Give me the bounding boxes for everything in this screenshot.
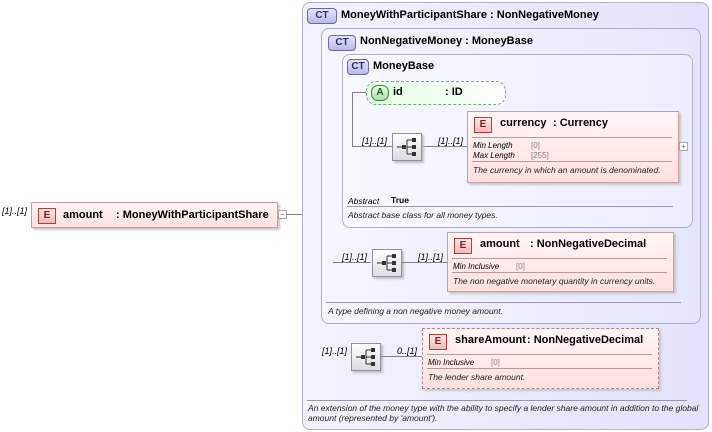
element-type: : Currency — [553, 117, 609, 129]
collapse-toggle-icon[interactable]: − — [278, 210, 287, 219]
divider — [472, 137, 672, 138]
element-name: shareAmount — [455, 334, 526, 346]
sequence-icon — [356, 348, 375, 366]
element-documentation: The lender share amount. — [428, 372, 526, 382]
connector-line — [352, 146, 392, 147]
element-type: : NonNegativeDecimal — [530, 238, 647, 250]
element-badge-icon: E — [38, 208, 56, 224]
complex-type-documentation: A type defining a non negative money amo… — [328, 306, 503, 316]
element-badge-icon: E — [454, 238, 472, 254]
element-type: : NonNegativeDecimal — [527, 334, 644, 346]
sequence-compositor[interactable] — [392, 133, 422, 161]
complex-type-badge-icon: CT — [307, 8, 337, 24]
expand-toggle-icon[interactable]: + — [679, 142, 688, 151]
root-element-amount[interactable]: E amount : MoneyWithParticipantShare — [31, 202, 278, 228]
divider — [452, 258, 667, 259]
element-documentation: The non negative monetary quantity in cu… — [453, 276, 656, 286]
complex-type-documentation: An extension of the money type with the … — [308, 403, 699, 423]
sequence-icon — [377, 254, 396, 272]
divider — [452, 272, 667, 273]
facet-label: Min Length — [473, 141, 513, 150]
complex-type-title: MoneyBase — [373, 60, 435, 72]
divider — [427, 354, 652, 355]
element-name: amount — [480, 238, 520, 250]
element-share-amount[interactable]: E shareAmount : NonNegativeDecimal Min I… — [422, 328, 659, 389]
abstract-label: Abstract — [348, 196, 380, 206]
abstract-value: True — [391, 195, 409, 205]
element-badge-icon: E — [474, 117, 492, 133]
divider — [347, 206, 673, 207]
connector-line — [421, 146, 467, 147]
sequence-compositor[interactable] — [372, 249, 402, 277]
attribute-type: : ID — [445, 86, 463, 98]
divider — [307, 400, 687, 401]
root-cardinality: [1]..[1] — [2, 206, 28, 216]
sequence-cardinality-right: [1]..[1] — [438, 136, 464, 146]
divider — [326, 302, 681, 303]
connector-line — [352, 92, 353, 146]
attribute-name: id — [393, 86, 403, 98]
facet-value: [255] — [531, 151, 549, 160]
element-currency[interactable]: E currency : Currency Min Length [0] Max… — [467, 111, 679, 183]
connector-line — [401, 262, 447, 263]
divider — [427, 368, 652, 369]
sequence-cardinality-left: [1]..[1] — [342, 252, 368, 262]
element-amount-non-negative[interactable]: E amount : NonNegativeDecimal Min Inclus… — [447, 232, 674, 292]
element-badge-icon: E — [429, 334, 447, 350]
complex-type-documentation: Abstract base class for all money types. — [348, 210, 498, 220]
complex-type-title: NonNegativeMoney : MoneyBase — [360, 35, 533, 47]
sequence-compositor[interactable] — [351, 343, 381, 371]
sequence-cardinality-left: [1]..[1] — [322, 346, 348, 356]
sequence-cardinality-right: [1]..[1] — [418, 252, 444, 262]
divider — [472, 161, 672, 162]
connector-line — [287, 214, 313, 215]
connector-line — [333, 262, 371, 263]
facet-value: [0] — [491, 358, 500, 367]
complex-type-title: MoneyWithParticipantShare : NonNegativeM… — [341, 9, 599, 21]
sequence-cardinality-left: [1]..[1] — [362, 136, 388, 146]
element-documentation: The currency in which an amount is denom… — [473, 165, 661, 175]
sequence-cardinality-right: 0..[1] — [397, 346, 418, 356]
facet-value: [0] — [516, 262, 525, 271]
element-type: : MoneyWithParticipantShare — [116, 209, 269, 221]
sequence-icon — [397, 138, 416, 156]
element-name: amount — [63, 209, 103, 221]
facet-label: Max Length — [473, 151, 515, 160]
facet-label: Min Inclusive — [428, 358, 475, 367]
attribute-id[interactable]: A id : ID — [366, 81, 506, 105]
complex-type-badge-icon: CT — [347, 59, 369, 75]
complex-type-badge-icon: CT — [328, 35, 356, 51]
facet-value: [0] — [531, 141, 540, 150]
facet-label: Min Inclusive — [453, 262, 500, 271]
attribute-badge-icon: A — [371, 85, 389, 101]
connector-line — [380, 356, 422, 357]
element-name: currency — [500, 117, 547, 129]
connector-line — [352, 92, 368, 93]
